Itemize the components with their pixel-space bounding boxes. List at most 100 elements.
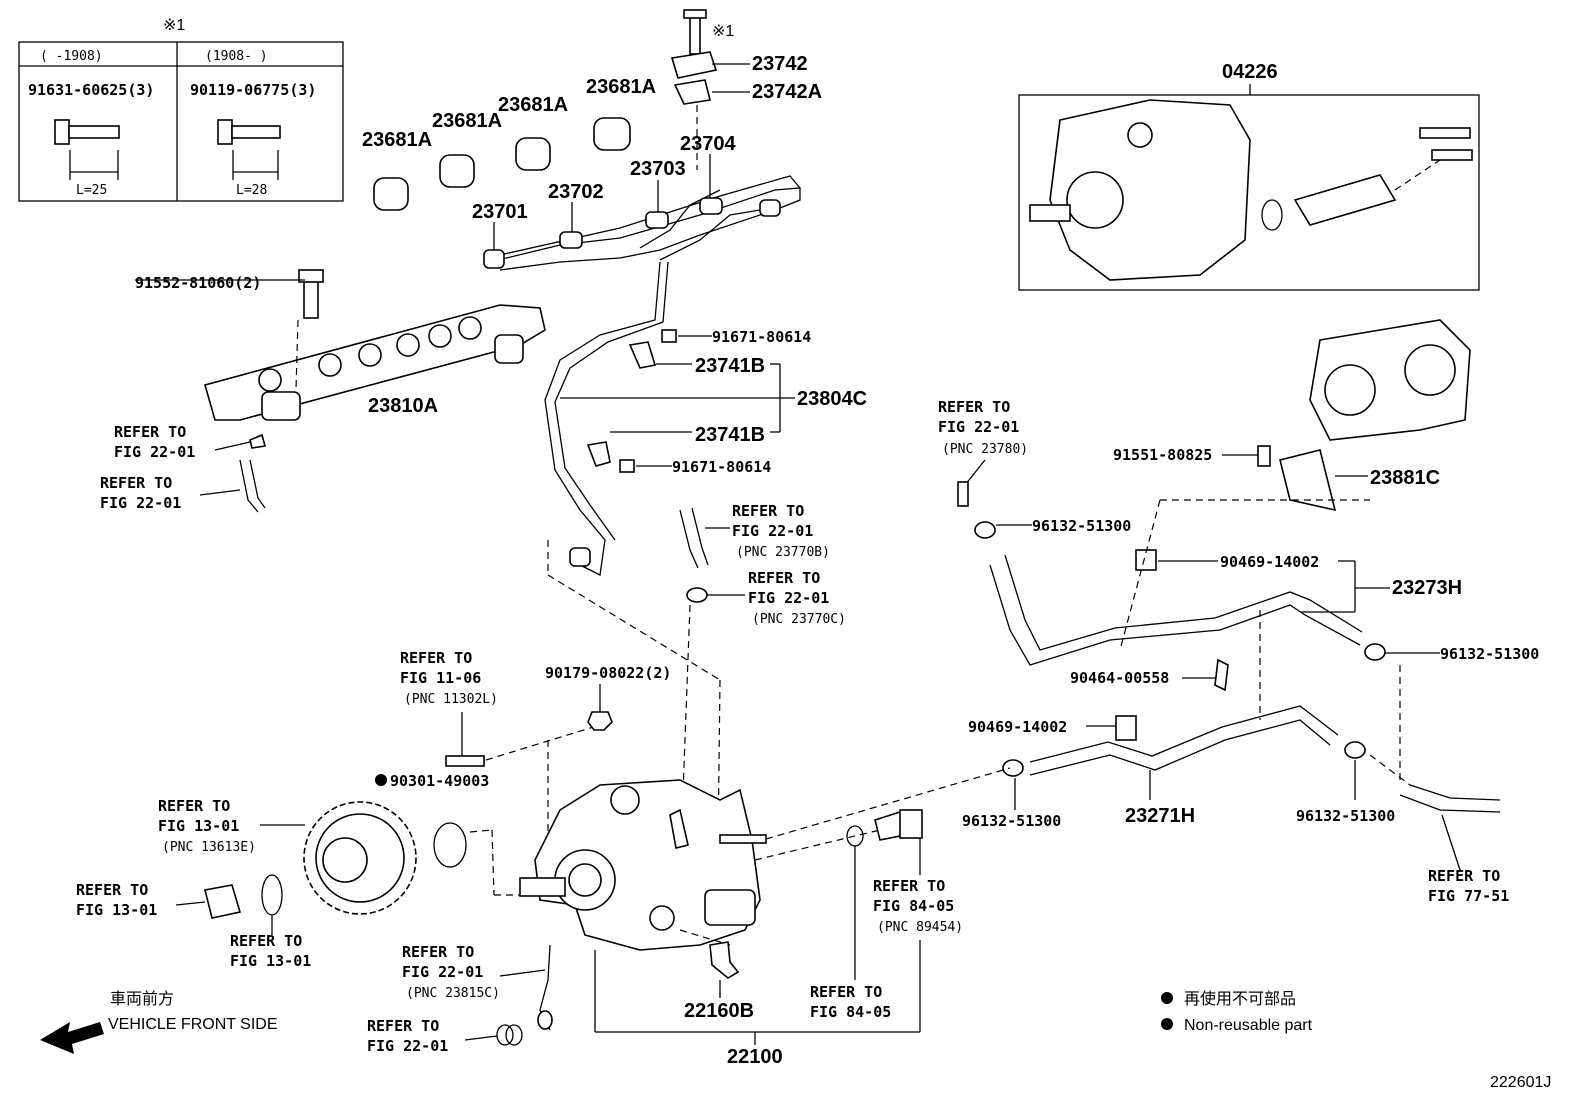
pipe-brackets: 91671-80614 23741B 23804C 23741B 91671-8… <box>560 328 867 476</box>
ref5-line1: REFER TO <box>748 569 820 587</box>
ref1-line1: REFER TO <box>114 423 186 441</box>
ref5-line2: FIG 22-01 <box>748 589 829 607</box>
ref3-line1: REFER TO <box>938 398 1010 416</box>
front-label-en: VEHICLE FRONT SIDE <box>108 1016 278 1033</box>
ref10-line2: FIG 84-05 <box>873 897 954 915</box>
nut-icon <box>587 711 613 731</box>
ref12-line1: REFER TO <box>367 1017 439 1035</box>
stud-icon <box>445 755 485 767</box>
label-23742: 23742 <box>752 53 808 75</box>
grommet-icon <box>373 177 409 211</box>
label-91671-b: 91671-80614 <box>672 458 771 476</box>
ref1-line2: FIG 22-01 <box>114 443 195 461</box>
table-col1-part: 91631-60625(3) <box>28 81 154 99</box>
label-23741B-a: 23741B <box>695 355 765 377</box>
bolt-icon <box>661 329 677 343</box>
label-90301: 90301-49003 <box>390 772 489 790</box>
bolt-table: ※1 ( -1908) (1908- ) 91631-60625(3) 9011… <box>18 17 344 202</box>
ref3-line3: (PNC 23780) <box>942 442 1028 457</box>
label-91671-a: 91671-80614 <box>712 328 811 346</box>
label-91551: 91551-80825 <box>1113 446 1212 464</box>
clamp-lower-icon <box>673 79 711 105</box>
ref14-line2: FIG 77-51 <box>1428 887 1509 905</box>
label-23681A-4: 23681A <box>586 76 656 98</box>
pump-assembly-icon <box>1049 99 1251 281</box>
assembly-inset: 04226 <box>1018 61 1480 291</box>
label-23704: 23704 <box>680 133 736 155</box>
ref6-line3: (PNC 11302L) <box>404 692 498 707</box>
ref6-line1: REFER TO <box>400 649 472 667</box>
ref8-line2: FIG 13-01 <box>76 901 157 919</box>
bolt-icon <box>303 277 319 319</box>
grommet-icon <box>439 154 475 188</box>
common-rail: 91552-81060(2) 23810A REFER TO FIG 22-01… <box>100 269 546 513</box>
bottom-refs: REFER TO FIG 84-05 (PNC 89454) REFER TO … <box>367 809 963 1068</box>
ref10-line3: (PNC 89454) <box>877 920 963 935</box>
label-23681A-1: 23681A <box>362 129 432 151</box>
ref9-line1: REFER TO <box>230 932 302 950</box>
label-23804C: 23804C <box>797 388 867 410</box>
label-90179: 90179-08022(2) <box>545 664 671 682</box>
figure-id: 222601J <box>1490 1074 1551 1091</box>
legend-jp: 再使用不可部品 <box>1184 990 1296 1008</box>
label-90469-b: 90469-14002 <box>968 718 1067 736</box>
legend: 再使用不可部品 Non-reusable part <box>1161 990 1313 1034</box>
label-23810A: 23810A <box>368 395 438 417</box>
bushing-icon <box>204 884 242 919</box>
bolt-icon <box>689 13 701 55</box>
label-04226: 04226 <box>1222 61 1278 83</box>
label-23701: 23701 <box>472 201 528 223</box>
label-23703: 23703 <box>630 158 686 180</box>
label-22160B: 22160B <box>684 1000 754 1022</box>
label-23681A-3: 23681A <box>498 94 568 116</box>
label-90464: 90464-00558 <box>1070 669 1169 687</box>
front-direction: 車両前方 VEHICLE FRONT SIDE <box>40 990 278 1054</box>
table-col2-length: L=28 <box>236 183 267 198</box>
label-96132-a: 96132-51300 <box>1032 517 1131 535</box>
grommet-icon <box>515 137 551 171</box>
mark-label: ※1 <box>163 17 185 34</box>
non-reusable-marker <box>375 774 387 786</box>
ref3-line2: FIG 22-01 <box>938 418 1019 436</box>
ref5-line3: (PNC 23770C) <box>752 612 846 627</box>
ref7-line2: FIG 13-01 <box>158 817 239 835</box>
ref12-line2: FIG 22-01 <box>367 1037 448 1055</box>
ref2-line2: FIG 22-01 <box>100 494 181 512</box>
arrow-left-icon <box>40 1022 104 1054</box>
ref9-line2: FIG 13-01 <box>230 952 311 970</box>
ref7-line3: (PNC 13613E) <box>162 840 256 855</box>
gear-group: REFER TO FIG 13-01 (PNC 13613E) REFER TO… <box>76 797 417 970</box>
ref8-line1: REFER TO <box>76 881 148 899</box>
grommets: 23681A 23681A 23681A 23681A <box>362 76 656 211</box>
bracket-group: ※1 23742 23742A <box>670 9 822 170</box>
label-91552: 91552-81060(2) <box>135 274 261 292</box>
supply-pump: 22160B <box>519 767 1011 1022</box>
label-96132-d: 96132-51300 <box>1296 807 1395 825</box>
label-23273H: 23273H <box>1392 577 1462 599</box>
ref10-line1: REFER TO <box>873 877 945 895</box>
front-label-jp: 車両前方 <box>110 990 174 1008</box>
ref11-line2: FIG 22-01 <box>402 963 483 981</box>
label-23681A-2: 23681A <box>432 110 502 132</box>
grommet-icon <box>593 117 631 151</box>
label-96132-c: 96132-51300 <box>962 812 1061 830</box>
non-reusable-marker <box>1161 992 1173 1004</box>
label-22100: 22100 <box>727 1046 783 1068</box>
ref11-line1: REFER TO <box>402 943 474 961</box>
label-23702: 23702 <box>548 181 604 203</box>
bracket-icon <box>1279 449 1337 512</box>
ref11-line3: (PNC 23815C) <box>406 986 500 1001</box>
label-90469-a: 90469-14002 <box>1220 553 1319 571</box>
mark-label-bolt: ※1 <box>712 23 734 40</box>
label-23741B-b: 23741B <box>695 424 765 446</box>
ref6-line2: FIG 11-06 <box>400 669 481 687</box>
ref4-line1: REFER TO <box>732 502 804 520</box>
label-23881C: 23881C <box>1370 467 1440 489</box>
table-col2-part: 90119-06775(3) <box>190 81 316 99</box>
ref14-line1: REFER TO <box>1428 867 1500 885</box>
ref13-line1: REFER TO <box>810 983 882 1001</box>
right-hoses: 91551-80825 23881C REFER TO FIG 22-01 (P… <box>938 319 1539 905</box>
label-23271H: 23271H <box>1125 805 1195 827</box>
injection-pipes: 23701 23702 23703 23704 <box>472 133 801 576</box>
